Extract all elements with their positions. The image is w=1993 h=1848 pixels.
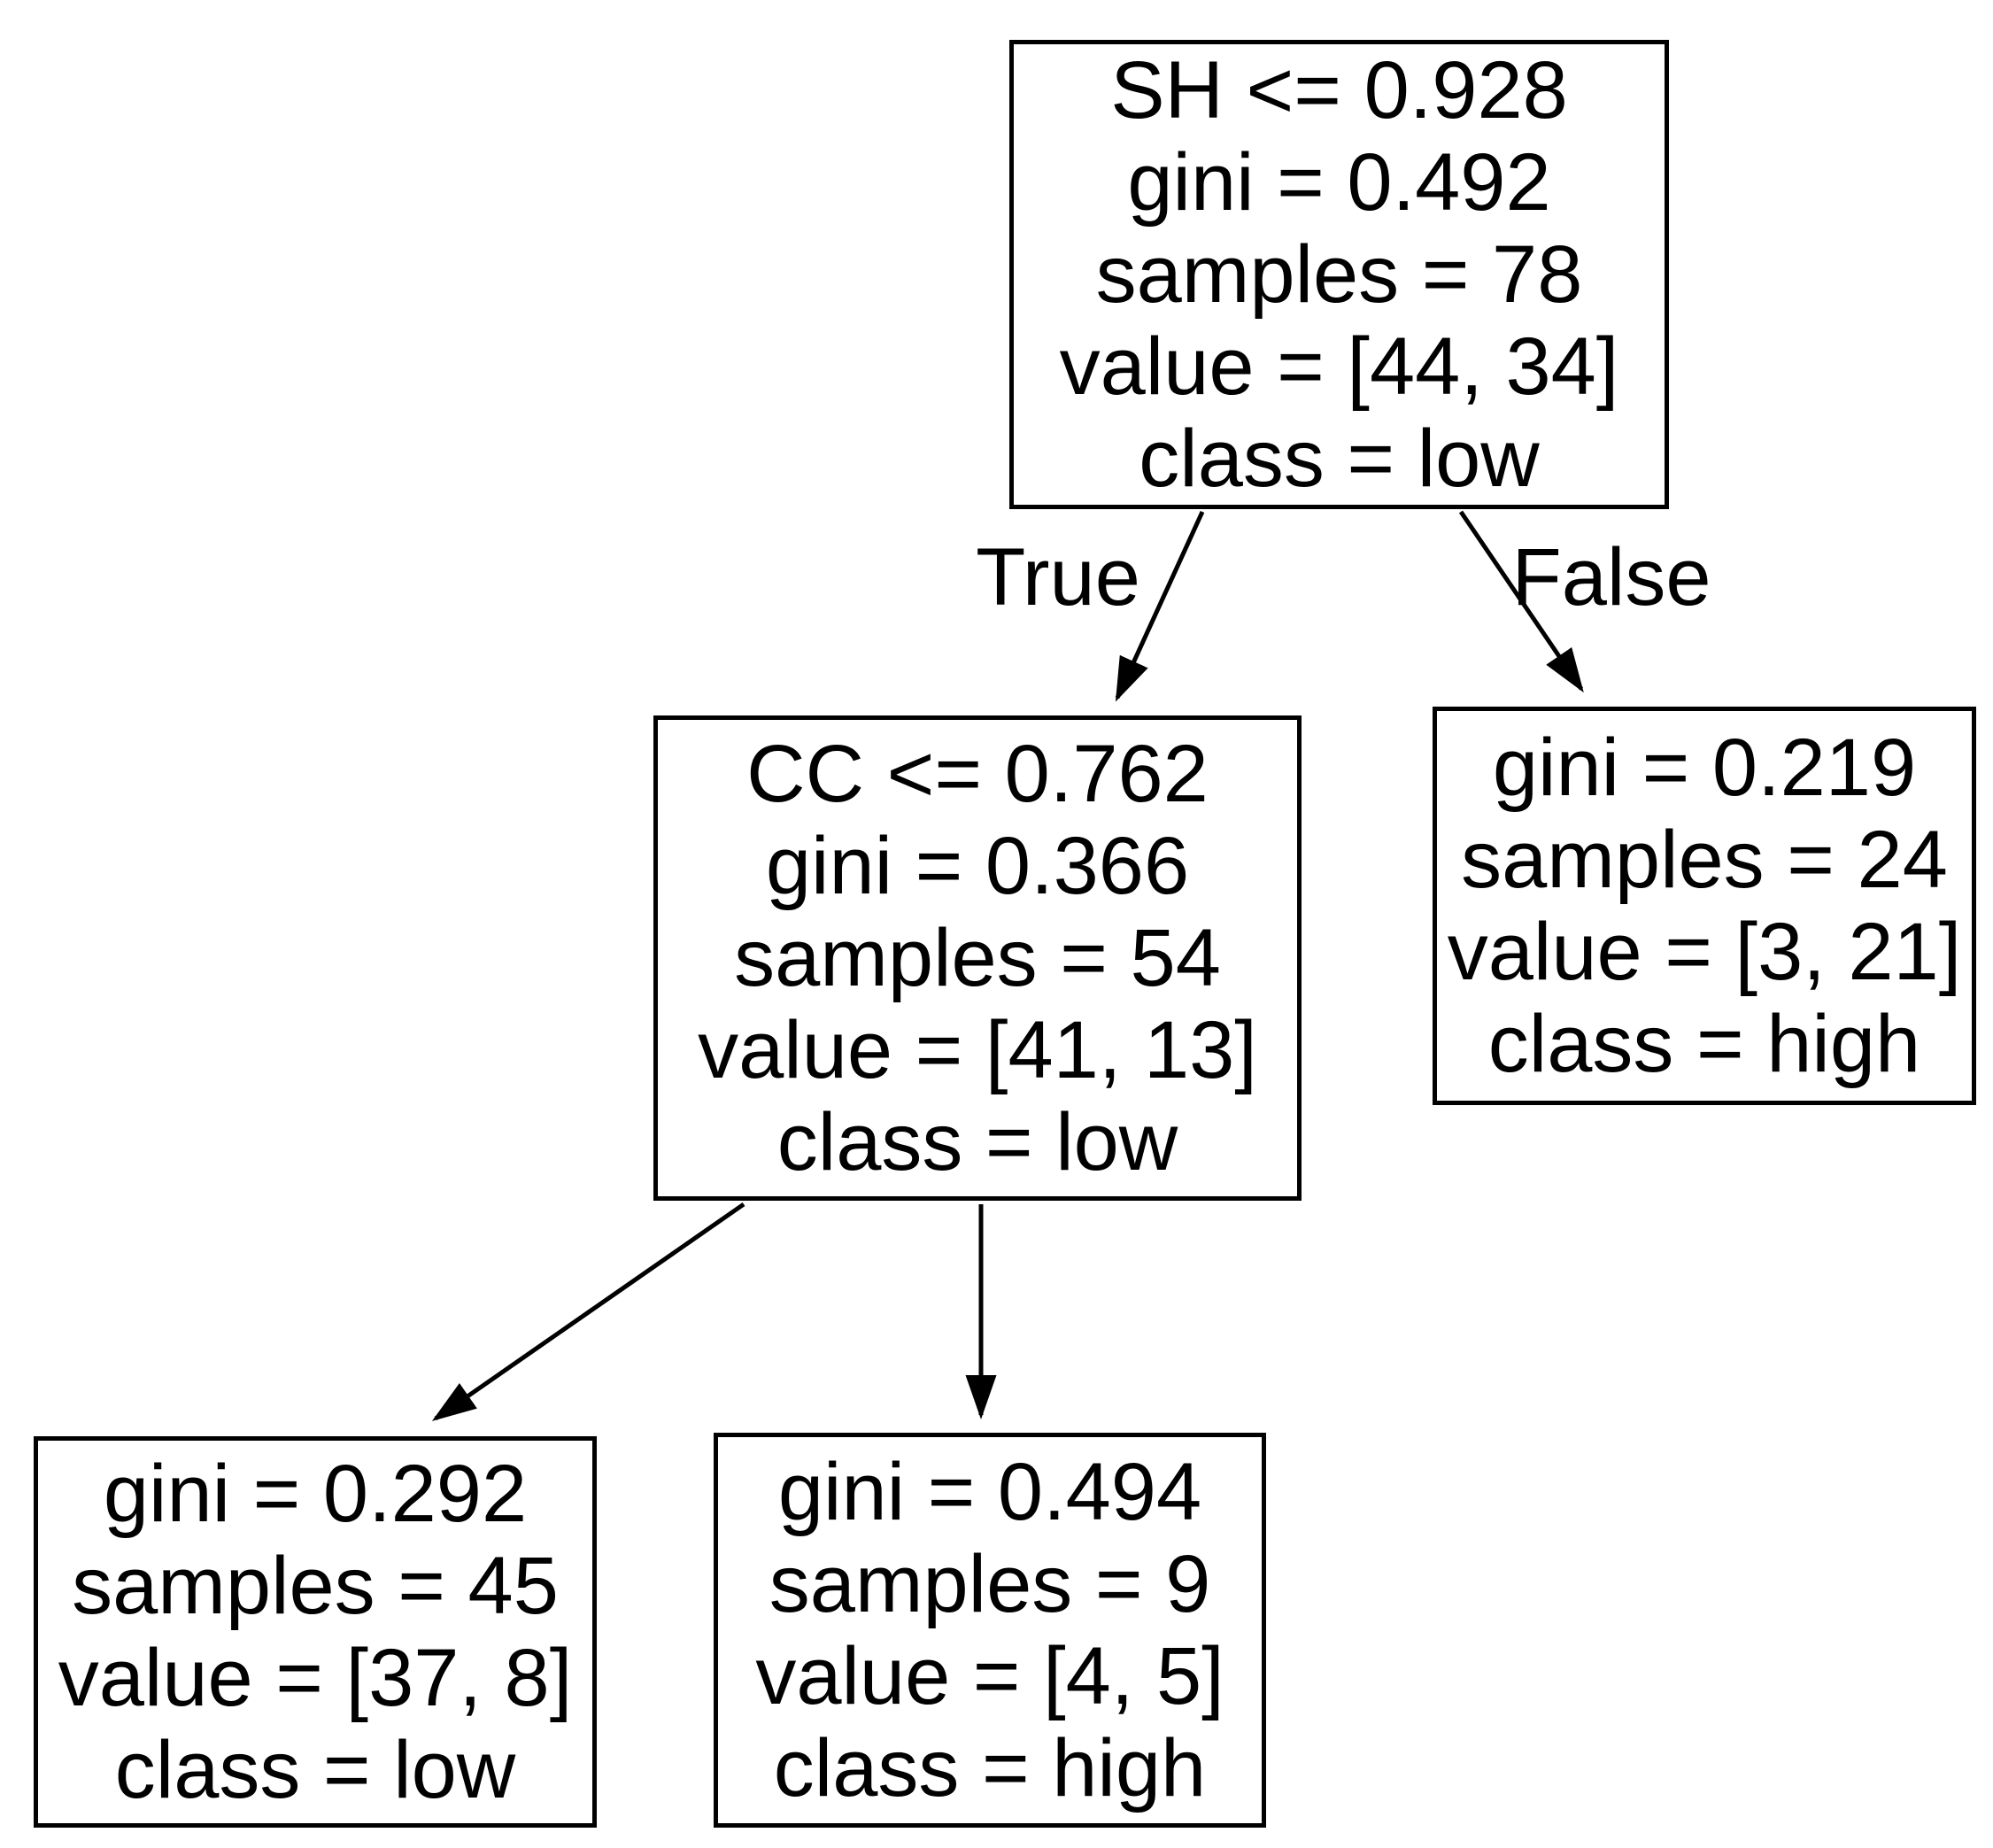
- edge-label-false: False: [1511, 532, 1711, 622]
- node-gini: gini = 0.219: [1492, 723, 1917, 813]
- tree-node-bottom-middle-leaf: gini = 0.494 samples = 9 value = [4, 5] …: [714, 1433, 1266, 1828]
- tree-node-bottom-left-leaf: gini = 0.292 samples = 45 value = [37, 8…: [34, 1436, 597, 1828]
- tree-node-left-child: CC <= 0.762 gini = 0.366 samples = 54 va…: [653, 715, 1302, 1201]
- node-class: class = high: [773, 1723, 1207, 1813]
- node-value: value = [37, 8]: [58, 1633, 573, 1723]
- edge-label-true: True: [976, 532, 1140, 622]
- node-class: class = high: [1487, 999, 1921, 1089]
- node-class: class = low: [776, 1097, 1178, 1187]
- node-value: value = [41, 13]: [698, 1005, 1257, 1095]
- node-gini: gini = 0.292: [103, 1449, 528, 1539]
- node-samples: samples = 54: [734, 913, 1221, 1003]
- edge-root-to-left-child: [1115, 510, 1205, 702]
- edge-root-to-right-leaf: [1458, 510, 1584, 693]
- node-value: value = [4, 5]: [755, 1631, 1224, 1721]
- node-value: value = [3, 21]: [1447, 907, 1962, 997]
- tree-node-root: SH <= 0.928 gini = 0.492 samples = 78 va…: [1009, 40, 1669, 509]
- node-gini: gini = 0.494: [777, 1447, 1202, 1537]
- node-split-condition: CC <= 0.762: [746, 729, 1209, 819]
- node-samples: samples = 9: [769, 1539, 1211, 1629]
- node-class: class = low: [1139, 414, 1540, 504]
- node-samples: samples = 24: [1461, 815, 1948, 905]
- node-samples: samples = 78: [1095, 229, 1583, 320]
- node-class: class = low: [114, 1725, 516, 1815]
- edge-left-child-to-bottom-left-leaf: [431, 1202, 745, 1421]
- node-samples: samples = 45: [72, 1541, 559, 1631]
- tree-node-right-leaf: gini = 0.219 samples = 24 value = [3, 21…: [1433, 707, 1976, 1105]
- node-gini: gini = 0.492: [1127, 137, 1551, 228]
- node-split-condition: SH <= 0.928: [1110, 45, 1568, 135]
- node-value: value = [44, 34]: [1059, 321, 1619, 412]
- node-gini: gini = 0.366: [765, 821, 1190, 911]
